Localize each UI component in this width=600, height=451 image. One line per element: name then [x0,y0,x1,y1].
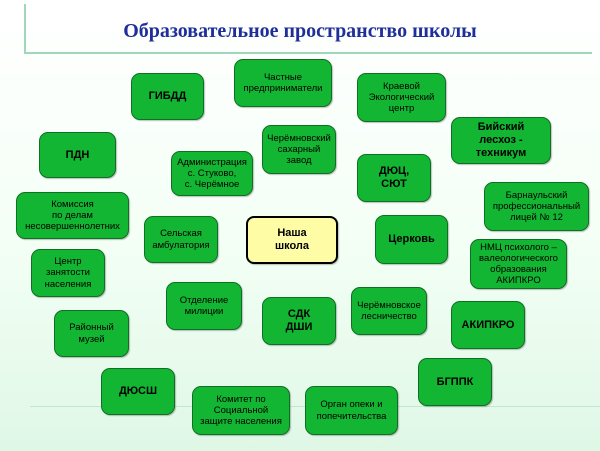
page-title: Образовательное пространство школы [123,20,477,42]
node-rural-clinic: Сельская амбулатория [144,216,218,263]
decor-vertical-line [24,4,26,54]
node-forestry: Черёмновское лесничество [351,287,427,335]
node-church: Церковь [375,215,448,264]
node-social-protection: Комитет по Социальной защите населения [192,386,290,435]
node-sugar-plant: Черёмновский сахарный завод [262,125,336,174]
decor-horizontal-line [24,52,592,54]
node-pdn: ПДН [39,132,116,178]
node-eco-center: Краевой Экологический центр [357,73,446,122]
node-employment-center: Центр занятости населения [31,249,105,297]
node-district-museum: Районный музей [54,310,129,357]
node-dyussh: ДЮСШ [101,368,175,415]
node-nmc: НМЦ психолого – валеологического образов… [470,239,567,289]
node-duc-syut: ДЮЦ, СЮТ [357,154,431,202]
node-biysk-college: Бийский лесхоз - техникум [451,117,551,164]
node-akipkro: АКИПКРО [451,301,525,349]
node-private-entrepreneurs: Частные предприниматели [234,59,332,107]
node-commission: Комиссия по делам несовершеннолетних [16,192,129,239]
node-bgppk: БГППК [418,358,492,406]
node-gibdd: ГИБДД [131,73,204,120]
node-sdk-dshi: СДК ДШИ [262,297,336,345]
node-police: Отделение милиции [166,282,242,330]
node-our-school: Наша школа [246,216,338,264]
node-administration: Администрация с. Стуково, с. Черёмное [171,151,253,196]
node-guardianship: Орган опеки и попечительства [305,386,398,435]
node-barnaul-lyceum: Барнаульский профессиональный лицей № 12 [484,182,589,231]
